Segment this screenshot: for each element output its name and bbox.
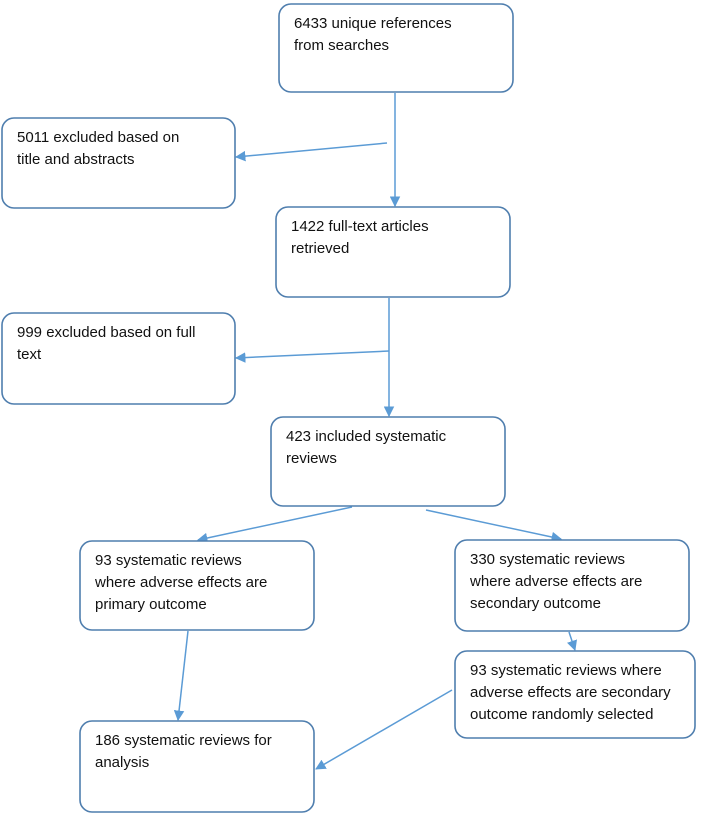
node-text-line: analysis (95, 754, 149, 771)
node-text-line: 1422 full-text articles (291, 218, 429, 235)
node-box (1, 117, 236, 209)
node-text-line: 186 systematic reviews for (95, 732, 272, 749)
node-box (1, 312, 236, 405)
node-text-line: from searches (294, 37, 389, 54)
arrow-secondary-selected-to-analysis (315, 689, 453, 770)
arrow-searches-to-excluded-title (234, 142, 388, 162)
node-text-line: where adverse effects are (94, 574, 267, 591)
node-text-line: 423 included systematic (286, 428, 447, 445)
node-text-line: primary outcome (95, 596, 207, 613)
node-text-line: outcome randomly selected (470, 706, 653, 723)
node-secondary: 330 systematic reviews where adverse effe… (454, 539, 690, 632)
node-excluded-title: 5011 excluded based on title and abstract… (1, 117, 236, 209)
node-box (454, 650, 696, 739)
node-text-line: title and abstracts (17, 151, 135, 168)
node-analysis: 186 systematic reviews for analysis (79, 720, 315, 813)
node-text-line: where adverse effects are (469, 573, 642, 590)
node-text-line: adverse effects are secondary (470, 684, 671, 701)
node-searches: 6433 unique references from searches (278, 3, 514, 93)
node-box (270, 416, 506, 507)
arrow-included-to-secondary (425, 509, 563, 543)
node-text-line: 330 systematic reviews (470, 551, 625, 568)
node-text-line: retrieved (291, 240, 349, 257)
node-box (275, 206, 511, 298)
node-secondary-selected: 93 systematic reviews where adverse effec… (454, 650, 696, 739)
node-excluded-fulltext: 999 excluded based on full text (1, 312, 236, 405)
node-box (79, 540, 315, 631)
node-text-line: reviews (286, 450, 337, 467)
node-box (79, 720, 315, 813)
node-box (278, 3, 514, 93)
arrow-secondary-to-secondary-selected (567, 631, 577, 651)
arrow-primary-to-analysis (173, 630, 189, 722)
node-text-line: 999 excluded based on full (17, 324, 195, 341)
arrow-included-to-primary (196, 506, 353, 544)
arrow-fulltext-retrieved-to-excluded-fulltext (234, 350, 390, 363)
node-text-line: secondary outcome (470, 595, 601, 612)
node-fulltext-retrieved: 1422 full-text articles retrieved (275, 206, 511, 298)
node-box (454, 539, 690, 632)
node-text-line: 6433 unique references (294, 15, 452, 32)
node-primary: 93 systematic reviews where adverse effec… (79, 540, 315, 631)
node-text-line: 5011 excluded based on (17, 129, 179, 146)
node-included: 423 included systematic reviews (270, 416, 506, 507)
node-text-line: 93 systematic reviews where (470, 662, 662, 679)
node-text-line: text (17, 346, 42, 363)
node-text-line: 93 systematic reviews (95, 552, 242, 569)
